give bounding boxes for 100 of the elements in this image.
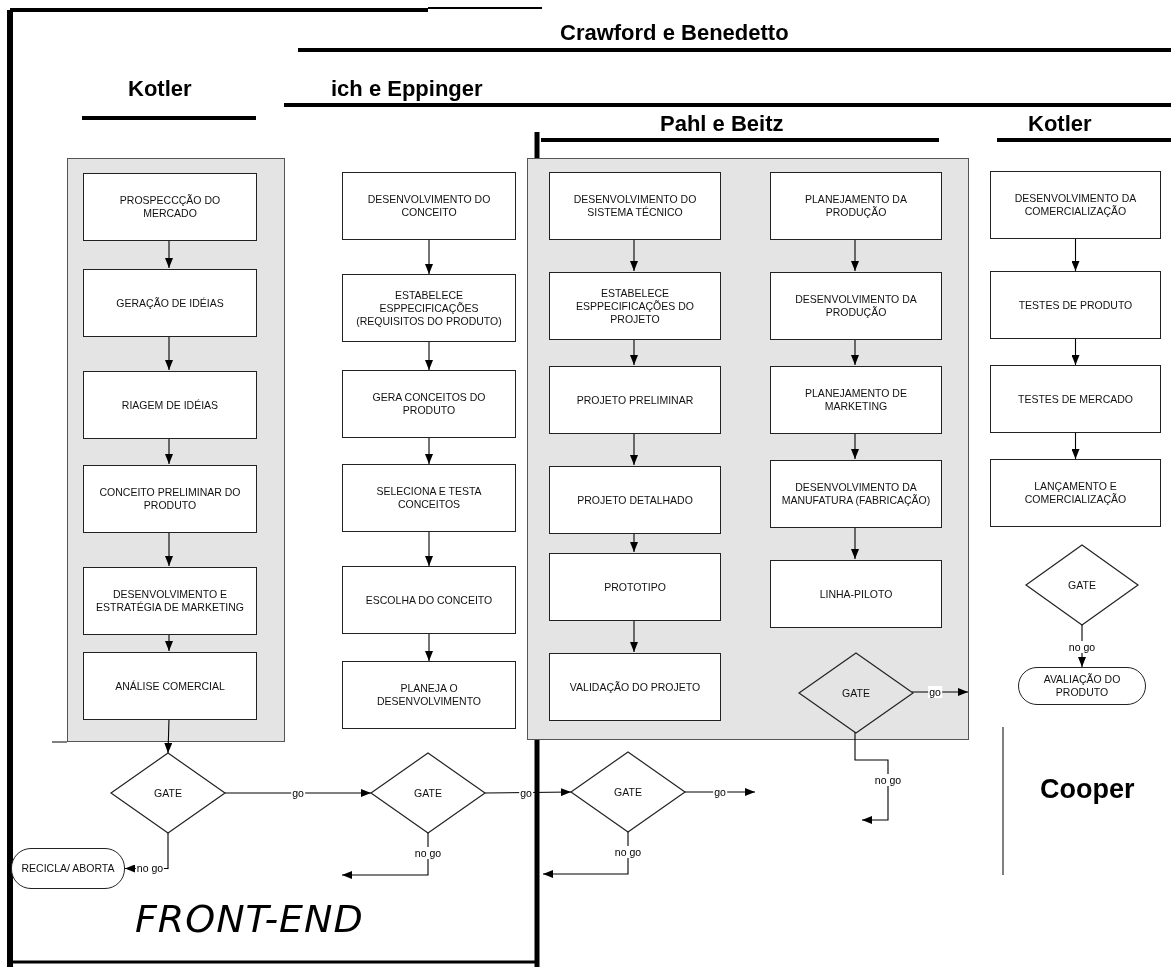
process-box [990, 459, 1161, 527]
process-box [342, 661, 516, 729]
step-text: PROJETO PRELIMINAR [575, 393, 695, 407]
step-text: ESTABELECE ESPPECIFICAÇÕES DO PROJETO [575, 286, 695, 326]
process-box [990, 271, 1161, 339]
step-text: GATE [413, 786, 443, 800]
arrow [1071, 432, 1080, 460]
arrow [425, 239, 433, 275]
process-box [990, 365, 1161, 433]
process-box [770, 460, 942, 528]
process-box [770, 560, 942, 628]
arrow [341, 832, 429, 879]
edge-label: no go [873, 774, 903, 786]
step-text: ESTABELECE ESPPECIFICAÇÕES (REQUISITOS DO PRODUTO) [355, 288, 503, 328]
arrow [425, 437, 433, 465]
process-box [549, 466, 721, 534]
process-box [990, 171, 1161, 239]
step-text: RIAGEM DE IDÉIAS [120, 398, 220, 412]
arrow [630, 338, 638, 366]
step-text: PLANEJA O DESENVOLVIMENTO [375, 682, 483, 708]
process-box [549, 172, 721, 240]
process-box [549, 553, 721, 621]
arrow [630, 238, 638, 272]
edge-label: no go [413, 847, 443, 859]
arrow [425, 341, 433, 371]
edge-label: no go [613, 846, 643, 858]
arrow [630, 619, 638, 653]
author-label: Cooper [1040, 774, 1135, 805]
step-text: GATE [841, 686, 871, 700]
arrow [854, 731, 889, 824]
arrow [164, 718, 173, 754]
process-box [342, 464, 516, 532]
step-text: GERAÇÃO DE IDÉIAS [115, 296, 225, 310]
header-label: Kotler [1028, 111, 1092, 137]
header-label: Crawford e Benedetto [560, 20, 789, 46]
gate-diamond [799, 653, 913, 733]
arrow [851, 432, 859, 460]
arrow [165, 335, 173, 371]
arrow [630, 532, 638, 553]
step-text: TESTES DE MERCADO [1017, 392, 1134, 406]
step-text: DESENVOLVIMENTO E ESTRATÉGIA DE MARKETING [95, 588, 245, 614]
step-text: DESENVOLVIMENTO DO CONCEITO [366, 193, 492, 219]
arrow [851, 238, 859, 272]
arrow [1071, 338, 1080, 366]
gate-diamond [571, 752, 685, 832]
arrow [224, 789, 372, 797]
process-box [83, 567, 257, 635]
phase-panel [67, 158, 285, 742]
terminal-box [1018, 667, 1146, 705]
process-box [549, 272, 721, 340]
step-text: TESTES DE PRODUTO [1017, 298, 1134, 312]
process-box [83, 269, 257, 337]
gate-diamond [111, 753, 225, 833]
header-label: Pahl e Beitz [660, 111, 784, 137]
process-box [83, 371, 257, 439]
arrow [165, 239, 173, 269]
step-text: GATE [1067, 578, 1097, 592]
step-text: DESENVOLVIMENTO DO SISTEMA TÉCNICO [572, 193, 698, 219]
step-text: AVALIAÇÃO DO PRODUTO [1042, 673, 1122, 699]
step-text: SELECIONA E TESTA CONCEITOS [375, 485, 483, 511]
step-text: ANÁLISE COMERCIAL [114, 679, 226, 693]
process-box [83, 465, 257, 533]
step-text: PLANEJAMENTO DA PRODUÇÃO [804, 193, 908, 219]
process-box [770, 366, 942, 434]
step-text: DESENVOLVIMENTO DA COMERCIALIZAÇÃO [1013, 192, 1138, 218]
arrow [911, 688, 969, 696]
process-box [770, 172, 942, 240]
step-text: PROJETO DETALHADO [576, 493, 694, 507]
process-box [342, 274, 516, 342]
gate-diamond [1026, 545, 1138, 625]
phase-panel [527, 158, 969, 740]
gate-diamond [371, 753, 485, 833]
process-box [342, 566, 516, 634]
step-text: GATE [613, 785, 643, 799]
edge-label: no go [1067, 641, 1097, 653]
arrow [542, 831, 629, 878]
arrow [165, 437, 173, 465]
arrow [630, 432, 638, 466]
step-text: PROSPECCÇÃO DO MERCADO [118, 194, 222, 220]
process-box [549, 653, 721, 721]
step-text: GERA CONCEITOS DO PRODUTO [371, 391, 487, 417]
process-box [549, 366, 721, 434]
step-text: ESCOLHA DO CONCEITO [364, 593, 494, 607]
step-text: VALIDAÇÃO DO PROJETO [568, 680, 702, 694]
step-text: PROTOTIPO [603, 580, 667, 594]
terminal-box [11, 848, 125, 889]
arrow [1071, 238, 1080, 272]
arrow [851, 338, 859, 366]
step-text: GATE [153, 786, 183, 800]
step-text: RECICLA/ ABORTA [20, 862, 116, 875]
arrow [425, 531, 433, 567]
process-box [342, 370, 516, 438]
arrow [165, 633, 173, 652]
step-text: PLANEJAMENTO DE MARKETING [804, 387, 908, 413]
arrow [684, 788, 756, 796]
arrow [425, 633, 433, 662]
arrow [484, 788, 572, 797]
arrow [851, 526, 859, 560]
step-text: CONCEITO PRELIMINAR DO PRODUTO [98, 486, 242, 512]
header-label: Kotler [128, 76, 192, 102]
